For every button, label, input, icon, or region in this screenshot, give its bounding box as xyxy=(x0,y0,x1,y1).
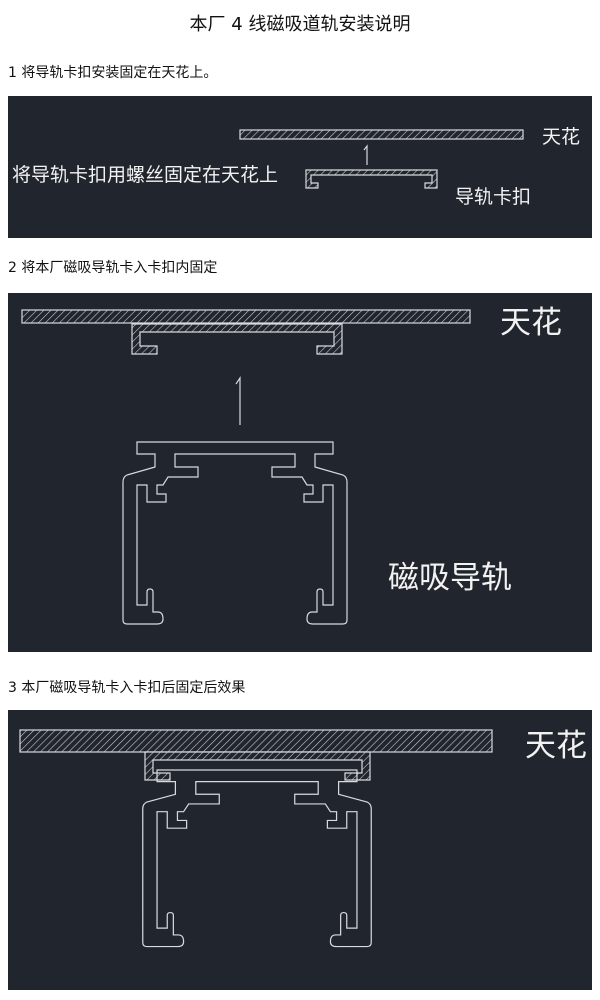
step-1-heading: 1 将导轨卡扣安装固定在天花上。 xyxy=(8,65,218,81)
step-2-heading: 2 将本厂磁吸导轨卡入卡扣内固定 xyxy=(8,260,218,276)
rail-left-half xyxy=(142,769,257,948)
marker-1 xyxy=(363,144,368,165)
rail-clip xyxy=(144,751,371,781)
instruction-note: 将导轨卡扣用螺丝固定在天花上 xyxy=(12,164,278,186)
rail-clip xyxy=(305,169,438,189)
rail-label: 磁吸导轨 xyxy=(388,560,512,596)
magnetic-rail-profile xyxy=(122,441,348,625)
step-3-heading: 3 本厂磁吸导轨卡入卡扣后固定后效果 xyxy=(8,680,246,696)
magnetic-rail-profile xyxy=(142,769,372,948)
panel-2-bg xyxy=(8,293,592,652)
step-1-diagram: 天花 导轨卡扣 将导轨卡扣用螺丝固定在天花上 xyxy=(8,96,592,238)
ceiling-label: 天花 xyxy=(525,728,587,764)
rail-clip xyxy=(131,323,343,355)
rail-left-half xyxy=(122,441,235,625)
step-2-diagram: 天花 磁吸导轨 xyxy=(8,293,592,652)
page-title: 本厂 4 线磁吸道轨安装说明 xyxy=(189,14,411,35)
rail-right-half xyxy=(257,769,372,948)
step-3-diagram: 天花 xyxy=(8,710,592,990)
marker-1 xyxy=(235,376,241,425)
rail-right-half xyxy=(235,441,348,625)
clip-label: 导轨卡扣 xyxy=(455,186,531,208)
ceiling-label: 天花 xyxy=(542,126,580,148)
ceiling-label: 天花 xyxy=(500,305,562,341)
ceiling xyxy=(239,129,524,140)
ceiling xyxy=(19,729,493,753)
ceiling xyxy=(21,309,471,324)
panel-1-bg xyxy=(8,96,592,238)
